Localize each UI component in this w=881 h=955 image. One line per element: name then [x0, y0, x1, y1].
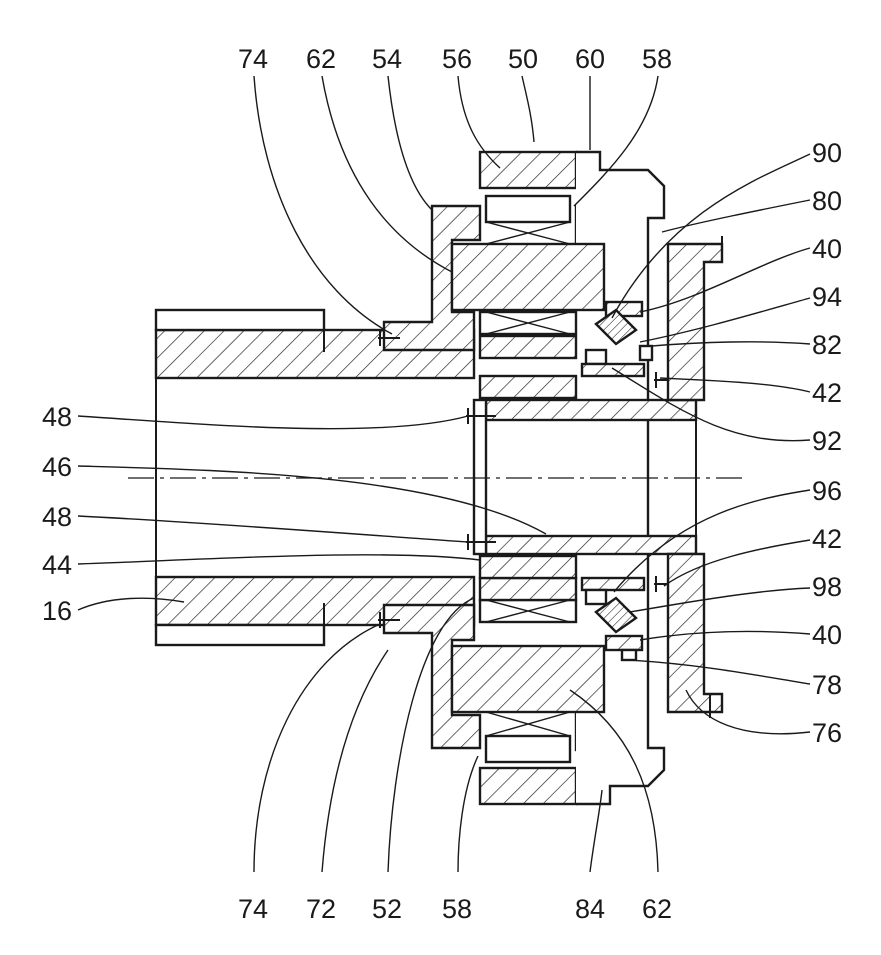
- label-96: 96: [812, 476, 842, 506]
- label-56: 56: [442, 44, 472, 74]
- label-82: 82: [812, 330, 842, 360]
- label-48-top: 48: [42, 402, 72, 432]
- label-52: 52: [372, 894, 402, 924]
- label-80: 80: [812, 186, 842, 216]
- label-48-bot: 48: [42, 502, 72, 532]
- label-50: 50: [508, 44, 538, 74]
- label-72: 72: [306, 894, 336, 924]
- label-40-top: 40: [812, 234, 842, 264]
- label-58-bot: 58: [442, 894, 472, 924]
- label-92: 92: [812, 426, 842, 456]
- label-58-top: 58: [642, 44, 672, 74]
- label-76: 76: [812, 718, 842, 748]
- label-62-top: 62: [306, 44, 336, 74]
- label-40-bot: 40: [812, 620, 842, 650]
- label-16: 16: [42, 596, 72, 626]
- label-94: 94: [812, 282, 842, 312]
- label-98: 98: [812, 572, 842, 602]
- label-46: 46: [42, 452, 72, 482]
- reference-labels: 74 62 54 56 50 60 58 90 80 40 94 82 42 9…: [42, 44, 842, 924]
- label-74-top: 74: [238, 44, 268, 74]
- label-90: 90: [812, 138, 842, 168]
- label-44: 44: [42, 550, 72, 580]
- label-60: 60: [575, 44, 605, 74]
- leader-lines: [78, 76, 810, 872]
- label-84: 84: [575, 894, 605, 924]
- label-42-top: 42: [812, 378, 842, 408]
- label-78: 78: [812, 670, 842, 700]
- label-54: 54: [372, 44, 402, 74]
- label-42-mid: 42: [812, 524, 842, 554]
- label-62-bot: 62: [642, 894, 672, 924]
- label-74-bot: 74: [238, 894, 268, 924]
